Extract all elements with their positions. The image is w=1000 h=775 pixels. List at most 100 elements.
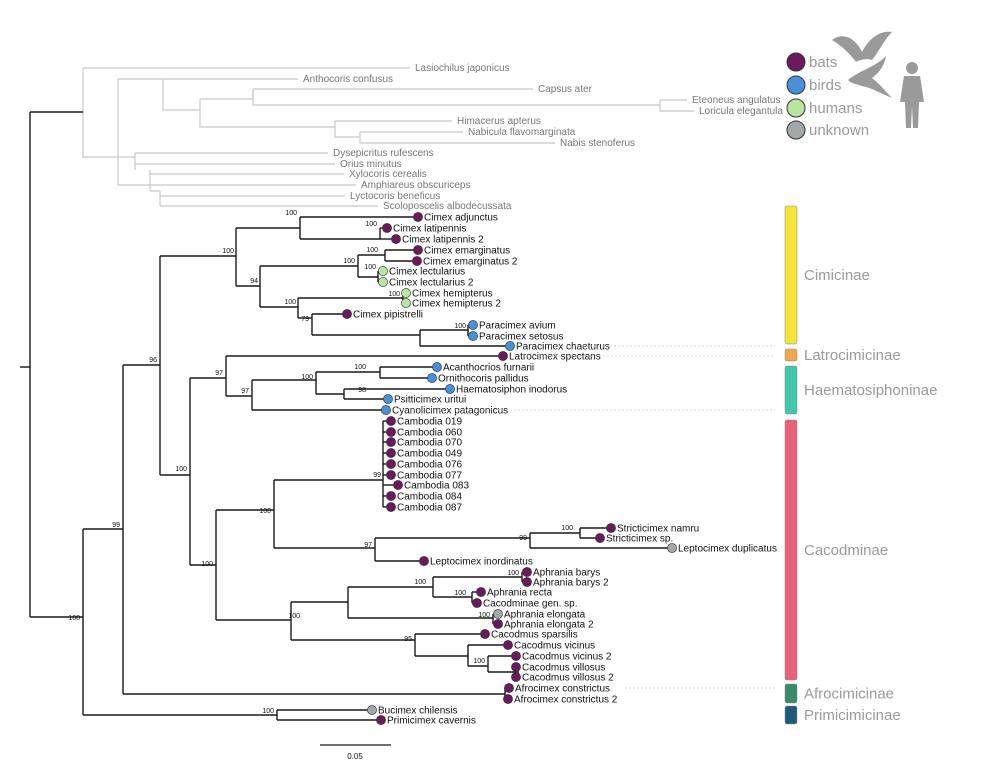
tip-label: Cambodia 049 <box>397 449 462 460</box>
bootstrap-label: 100 <box>454 590 466 597</box>
tip-label: Aphrania recta <box>487 588 552 599</box>
tip-marker <box>503 640 513 650</box>
tip-marker <box>376 715 386 725</box>
tip-label: Cacodmus villosus <box>522 663 605 674</box>
tip-marker <box>595 533 605 543</box>
tip-marker <box>378 266 388 276</box>
tip-marker <box>401 298 411 308</box>
bootstrap-label: 100 <box>343 258 355 265</box>
tip-label: Stricticimex sp. <box>606 534 673 545</box>
outgroup-tip-label: Lyctocoris beneficus <box>350 191 440 202</box>
bootstrap-label: 99 <box>519 535 527 542</box>
bootstrap-label: 100 <box>414 579 426 586</box>
tip-label: Psitticimex uritui <box>394 395 466 406</box>
subfamily-label: Afrocimicinae <box>804 686 894 703</box>
tip-marker <box>419 556 429 566</box>
tip-label: Acanthocrios furnarii <box>443 363 534 374</box>
subfamily-bar <box>784 348 798 362</box>
bootstrap-label: 100 <box>364 264 376 271</box>
tip-label: Cacodmus villosus 2 <box>522 673 614 684</box>
subfamily-bar <box>784 419 798 681</box>
bootstrap-label: 100 <box>507 570 519 577</box>
outgroup-branch <box>252 89 660 106</box>
bootstrap-label: 100 <box>68 615 80 622</box>
outgroup-tip-label: Nabis stenoferus <box>560 138 635 149</box>
legend-label: unknown <box>809 122 869 139</box>
tip-marker <box>511 662 521 672</box>
human-silhouette-icon <box>906 62 918 74</box>
tip-label: Cimex emarginatus 2 <box>423 257 518 268</box>
bootstrap-label: 100 <box>561 525 573 532</box>
tip-label: Leptocimex inordinatus <box>430 557 533 568</box>
tip-marker <box>511 672 521 682</box>
tip-label: Paracimex chaeturus <box>516 342 610 353</box>
tip-label: Bucimex chilensis <box>378 706 457 717</box>
bootstrap-label: 95 <box>404 636 412 643</box>
legend-label: humans <box>809 100 862 117</box>
tip-marker <box>381 405 391 415</box>
tip-label: Cambodia 084 <box>397 492 462 503</box>
tip-label: Cimex lectularius 2 <box>389 278 474 289</box>
subfamily-bar <box>784 365 798 415</box>
tip-label: Cimex latipennis 2 <box>402 235 484 246</box>
bootstrap-label: 100 <box>201 561 213 568</box>
tip-label: Cimex emarginatus <box>424 246 510 257</box>
tip-label: Paracimex setosus <box>479 332 563 343</box>
subfamily-label: Haematosiphoninae <box>804 382 937 399</box>
tip-label: Cimex adjunctus <box>424 213 498 224</box>
bootstrap-label: 100 <box>478 612 490 619</box>
tip-label: Cimex hemipterus <box>412 289 493 300</box>
tip-marker <box>468 320 478 330</box>
tip-marker <box>367 705 377 715</box>
bootstrap-label: 98 <box>358 387 366 394</box>
outgroup-tip-label: Capsus ater <box>538 84 593 95</box>
bootstrap-label: 100 <box>366 247 378 254</box>
tip-label: Cacodmus vicinus 2 <box>522 652 612 663</box>
bootstrap-label: 97 <box>215 370 223 377</box>
tip-marker <box>498 351 508 361</box>
tip-label: Cimex pipistrelli <box>353 310 423 321</box>
tip-marker <box>472 598 482 608</box>
tip-label: Cimex latipennis <box>393 224 466 235</box>
tip-marker <box>667 543 677 553</box>
outgroup-tip-label: Anthocoris confusus <box>303 74 393 85</box>
bootstrap-label: 79 <box>301 316 309 323</box>
subfamily-label: Primicimicinae <box>804 707 901 724</box>
legend-marker <box>786 98 806 118</box>
outgroup-tip-label: Dysepicritus rufescens <box>333 148 434 159</box>
outgroup-branch <box>199 99 253 128</box>
tip-marker <box>383 394 393 404</box>
tip-label: Paracimex avium <box>479 321 556 332</box>
bootstrap-label: 99 <box>373 472 381 479</box>
legend-marker <box>786 75 806 95</box>
bootstrap-label: 94 <box>250 278 258 285</box>
tip-label: Haematosiphon inodorus <box>456 385 567 396</box>
bootstrap-label: 100 <box>454 323 466 330</box>
tip-label: Stricticimex namru <box>617 524 699 535</box>
tip-label: Primicimex cavernis <box>387 716 476 727</box>
tip-label: Cambodia 083 <box>404 481 469 492</box>
tip-marker <box>413 245 423 255</box>
tip-marker <box>427 373 437 383</box>
subfamily-bar <box>784 683 798 704</box>
tip-marker <box>386 427 396 437</box>
outgroup-tip-label: Loricula elegantula <box>699 106 783 117</box>
tip-marker <box>401 288 411 298</box>
tip-marker <box>386 502 396 512</box>
tip-marker <box>413 212 423 222</box>
tip-label: Cimex hemipterus 2 <box>412 299 501 310</box>
outgroup-tip-label: Himacerus apterus <box>457 116 541 127</box>
bat-silhouette-icon <box>832 31 892 62</box>
tip-label: Cambodia 076 <box>397 460 462 471</box>
subfamily-label: Latrocimicinae <box>804 347 901 364</box>
tip-label: Aphrania elongata <box>504 610 586 621</box>
subfamily-bar <box>784 705 798 725</box>
scale-bar-label: 0.05 <box>347 752 363 761</box>
outgroup-tip-label: Nabicula flavomarginata <box>468 127 576 138</box>
tip-label: Latrocimex spectans <box>509 352 601 363</box>
tip-label: Aphrania barys 2 <box>533 578 609 589</box>
outgroup-branch <box>334 121 360 138</box>
bootstrap-label: 100 <box>473 658 485 665</box>
outgroup-tip-label: Scoloposcelis albodecussata <box>383 201 512 212</box>
